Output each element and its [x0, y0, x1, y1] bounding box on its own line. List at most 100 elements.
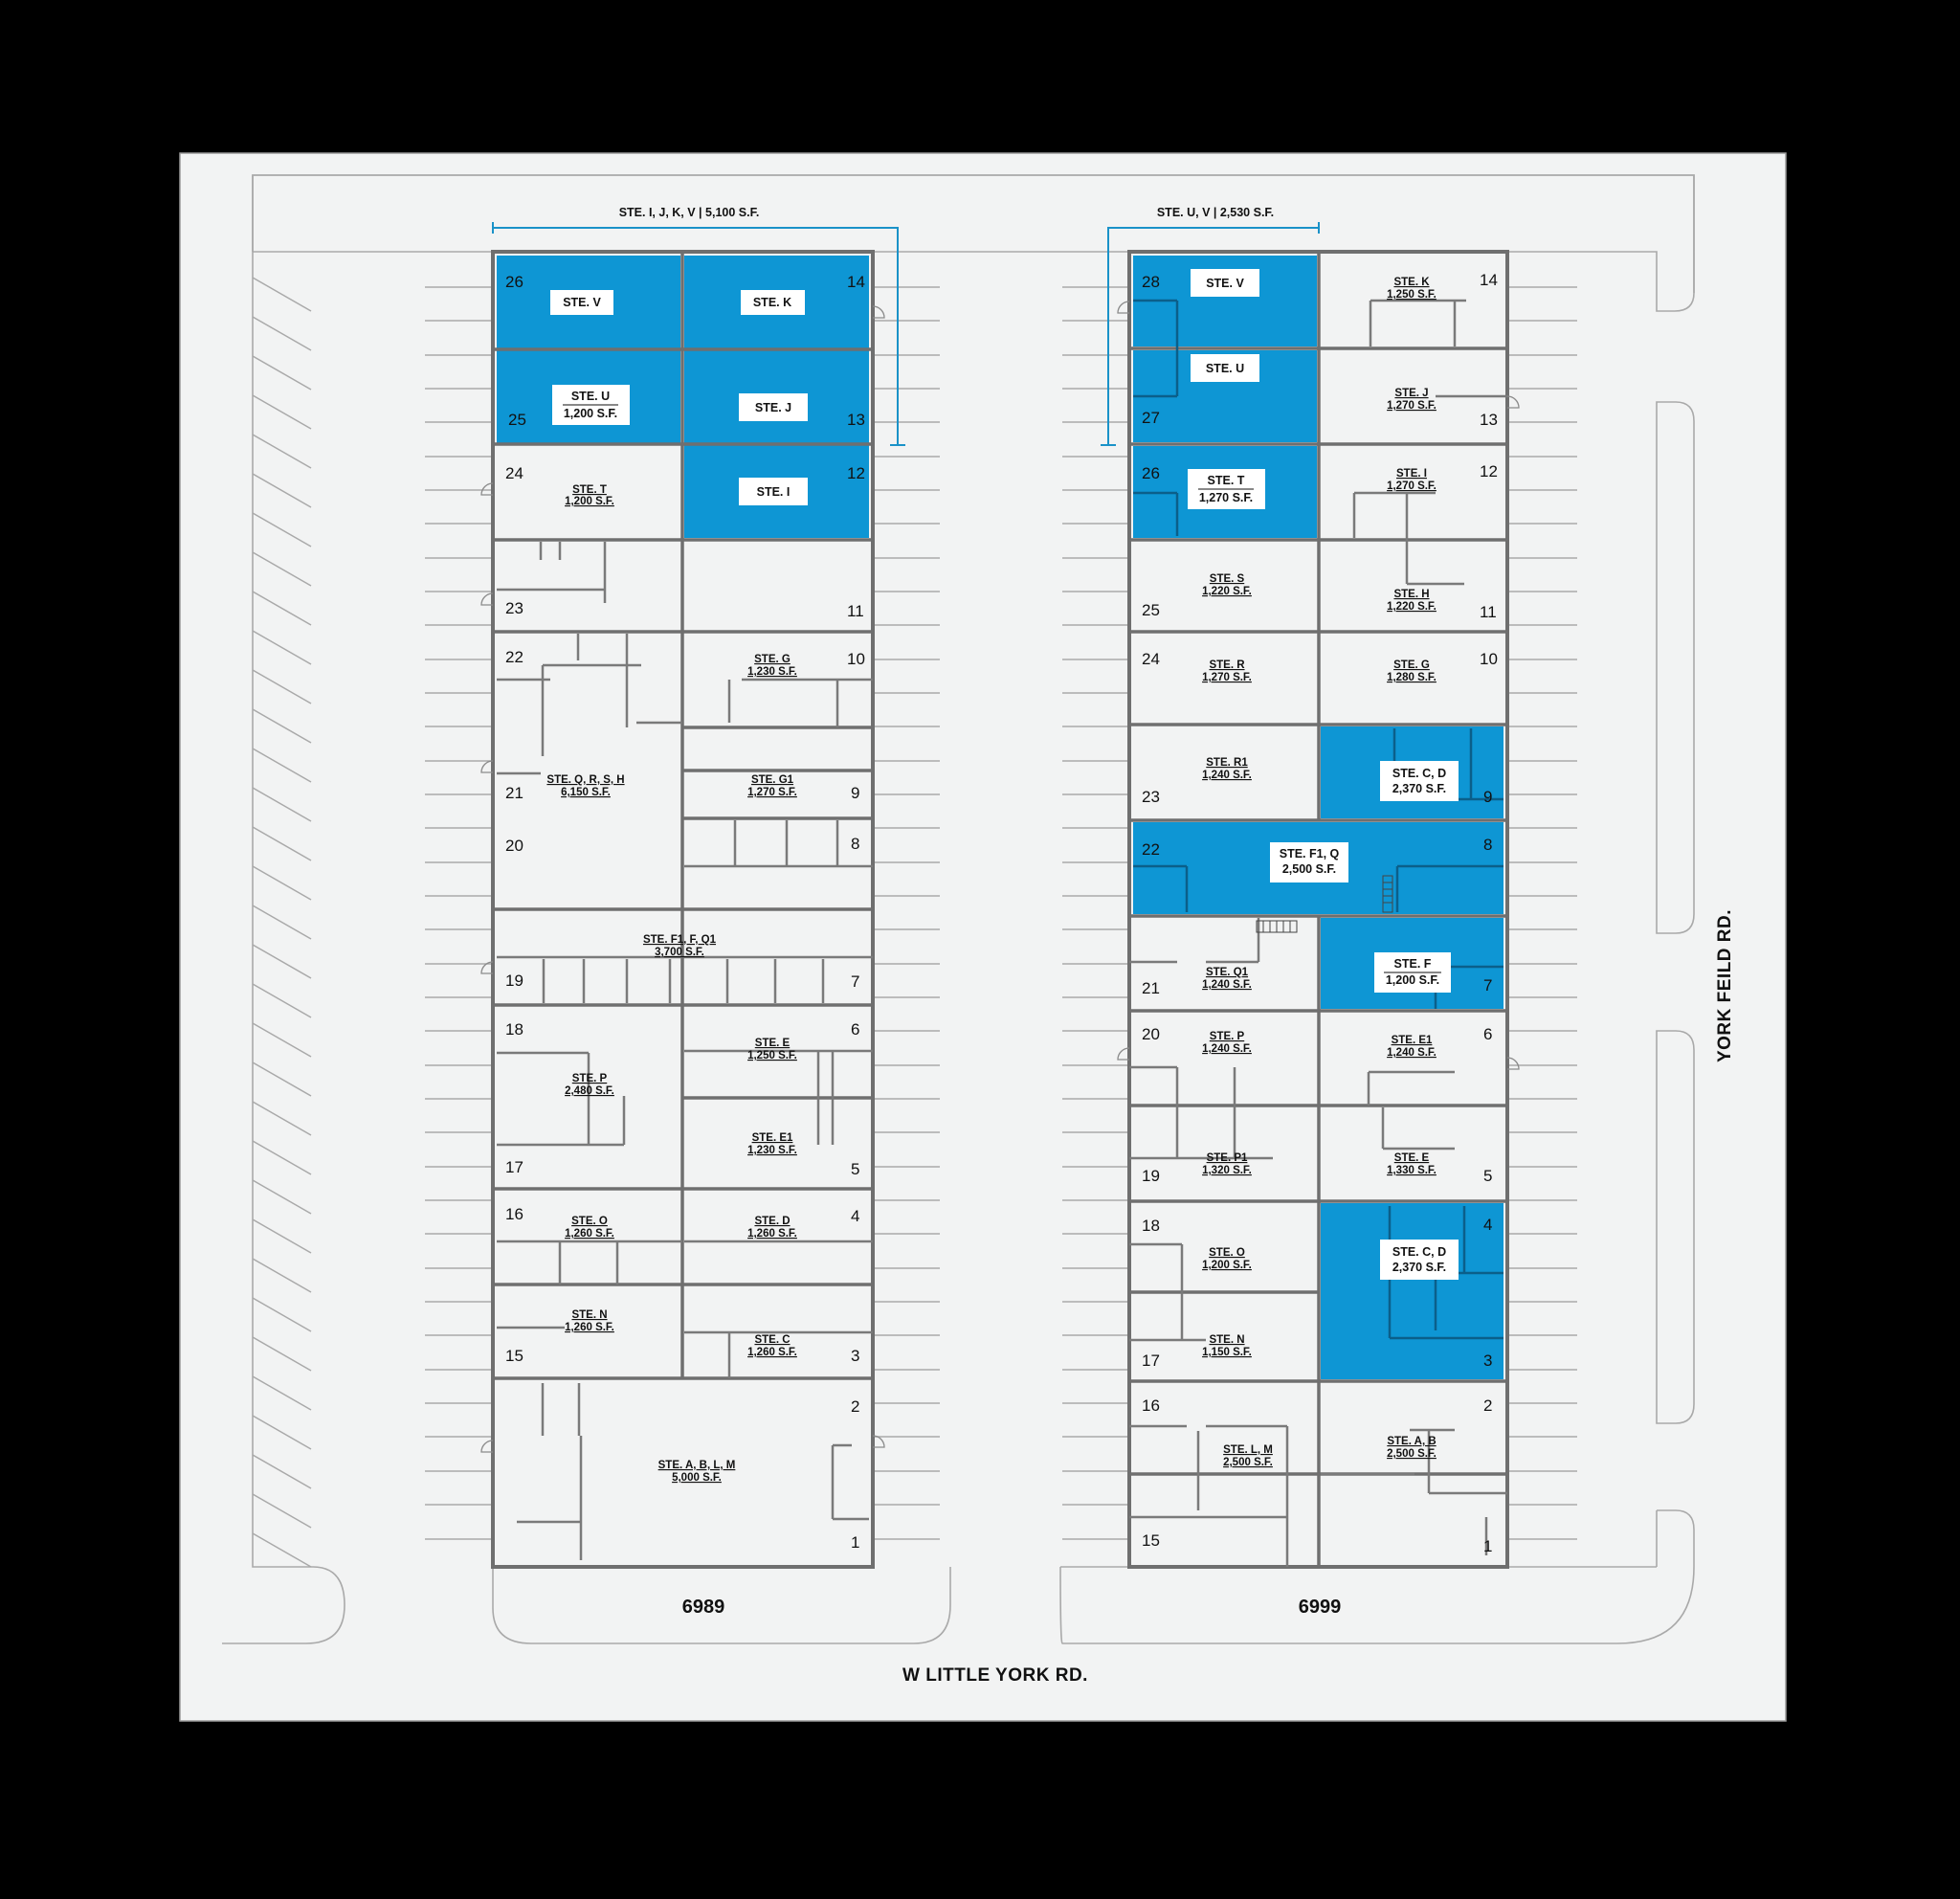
building-6989: STE. I, J, K, V | 5,100 S.F. 26 25 24 23…: [491, 206, 905, 1618]
svg-text:1,230 S.F.: 1,230 S.F.: [747, 1145, 797, 1156]
suite-label-6999-r1: STE. R1 1,240 S.F.: [1202, 757, 1252, 781]
svg-text:1: 1: [1483, 1537, 1492, 1555]
svg-text:19: 19: [505, 972, 523, 990]
svg-text:10: 10: [1480, 650, 1498, 668]
svg-text:11: 11: [1480, 603, 1497, 621]
dimension-callout-6999: STE. U, V | 2,530 S.F.: [1101, 206, 1320, 446]
suite-label-6989-e: STE. E 1,250 S.F.: [747, 1038, 797, 1061]
suite-tag-6999-cd-upper: STE. C, D 2,370 S.F.: [1380, 761, 1459, 801]
suite-label-6999-e1: STE. E1 1,240 S.F.: [1387, 1035, 1437, 1059]
svg-text:STE. S: STE. S: [1210, 573, 1245, 585]
svg-text:1,250 S.F.: 1,250 S.F.: [1387, 289, 1437, 301]
svg-text:2,480 S.F.: 2,480 S.F.: [565, 1085, 614, 1097]
west-parking-stalls-6989: [425, 286, 493, 1540]
street-label-east: YORK FEILD RD.: [1715, 909, 1735, 1062]
bay-numbers-6989: 26 25 24 23 22 21 20 19 18 17 16 15 14 1…: [505, 273, 865, 1552]
svg-text:1,330 S.F.: 1,330 S.F.: [1387, 1165, 1437, 1176]
suite-label-6989-p: STE. P 2,480 S.F.: [565, 1073, 614, 1097]
svg-text:STE. J: STE. J: [1394, 388, 1428, 399]
svg-text:STE. J: STE. J: [755, 401, 791, 414]
svg-text:1,240 S.F.: 1,240 S.F.: [1202, 770, 1252, 781]
suite-label-6999-p: STE. P 1,240 S.F.: [1202, 1031, 1252, 1055]
svg-text:2,370 S.F.: 2,370 S.F.: [1392, 782, 1446, 795]
svg-text:22: 22: [505, 648, 523, 666]
svg-text:STE. U: STE. U: [571, 390, 610, 403]
svg-text:5: 5: [1483, 1167, 1492, 1185]
suite-label-6999-q1: STE. Q1 1,240 S.F.: [1202, 967, 1252, 991]
east-parking-stalls-6989: [873, 286, 940, 1540]
svg-text:STE. I: STE. I: [1396, 468, 1427, 480]
building-6989-walls: [493, 252, 873, 1560]
svg-text:8: 8: [851, 835, 859, 853]
svg-text:18: 18: [505, 1020, 523, 1039]
suite-label-6999-n: STE. N 1,150 S.F.: [1202, 1334, 1252, 1358]
svg-text:STE. T: STE. T: [572, 484, 607, 496]
svg-text:STE. V: STE. V: [563, 296, 601, 309]
suite-label-6989-g1: STE. G1 1,270 S.F.: [747, 774, 797, 798]
svg-text:23: 23: [1142, 788, 1160, 806]
building-6999: STE. U, V | 2,530 S.F. 28 27 26 25 24 23…: [1101, 206, 1509, 1618]
svg-text:STE. O: STE. O: [571, 1216, 608, 1227]
svg-text:1,220 S.F.: 1,220 S.F.: [1202, 586, 1252, 597]
suite-label-6999-e: STE. E 1,330 S.F.: [1387, 1152, 1437, 1176]
svg-text:1,230 S.F.: 1,230 S.F.: [747, 666, 797, 678]
suite-label-6989-n: STE. N 1,260 S.F.: [565, 1309, 614, 1333]
svg-text:5,000 S.F.: 5,000 S.F.: [672, 1472, 722, 1484]
suite-tag-6999-cd-lower: STE. C, D 2,370 S.F.: [1380, 1240, 1459, 1280]
suite-6989-t[interactable]: [497, 445, 680, 538]
svg-text:1,260 S.F.: 1,260 S.F.: [565, 1322, 614, 1333]
svg-text:STE. N: STE. N: [1209, 1334, 1244, 1346]
svg-text:STE. V: STE. V: [1206, 277, 1244, 290]
suite-6989-bay-23[interactable]: [497, 541, 680, 632]
svg-text:2: 2: [1483, 1396, 1492, 1415]
svg-text:STE. L, M: STE. L, M: [1223, 1444, 1273, 1456]
suite-label-6999-p1: STE. P1 1,320 S.F.: [1202, 1152, 1252, 1176]
svg-text:1,260 S.F.: 1,260 S.F.: [747, 1228, 797, 1240]
svg-text:24: 24: [1142, 650, 1160, 668]
east-parking-stalls-6999: [1507, 286, 1577, 1540]
suite-label-6989-qrsh: STE. Q, R, S, H 6,150 S.F.: [546, 774, 624, 798]
svg-text:17: 17: [505, 1158, 523, 1176]
svg-text:STE. I: STE. I: [757, 485, 791, 499]
svg-text:2,500 S.F.: 2,500 S.F.: [1387, 1448, 1437, 1460]
suite-tag-6989-k: STE. K: [741, 290, 805, 315]
svg-text:18: 18: [1142, 1217, 1160, 1235]
suite-tag-6989-i: STE. I: [739, 478, 808, 505]
suite-label-6989-g: STE. G 1,230 S.F.: [747, 654, 797, 678]
svg-text:STE. Q, R, S, H: STE. Q, R, S, H: [546, 774, 624, 786]
svg-text:STE. H: STE. H: [1393, 589, 1429, 600]
svg-text:6,150 S.F.: 6,150 S.F.: [561, 787, 611, 798]
svg-text:16: 16: [1142, 1396, 1160, 1415]
svg-text:1,240 S.F.: 1,240 S.F.: [1387, 1047, 1437, 1059]
building-address-6989: 6989: [682, 1597, 725, 1618]
svg-text:15: 15: [1142, 1531, 1160, 1550]
svg-text:1,240 S.F.: 1,240 S.F.: [1202, 979, 1252, 991]
svg-text:7: 7: [851, 972, 859, 991]
svg-text:STE. C, D: STE. C, D: [1392, 1245, 1446, 1259]
svg-text:21: 21: [1142, 979, 1160, 997]
svg-text:6: 6: [1483, 1025, 1492, 1043]
svg-text:STE. P: STE. P: [572, 1073, 608, 1084]
svg-text:13: 13: [847, 411, 865, 429]
svg-text:1,250 S.F.: 1,250 S.F.: [747, 1050, 797, 1061]
svg-text:STE. N: STE. N: [571, 1309, 607, 1321]
suite-6999-cd-lower[interactable]: [1321, 1203, 1503, 1379]
svg-text:1,320 S.F.: 1,320 S.F.: [1202, 1165, 1252, 1176]
svg-text:13: 13: [1480, 411, 1498, 429]
svg-text:24: 24: [505, 464, 523, 482]
svg-text:3: 3: [1483, 1352, 1492, 1370]
suite-label-6989-d: STE. D 1,260 S.F.: [747, 1216, 797, 1240]
svg-text:STE. O: STE. O: [1209, 1247, 1245, 1259]
suite-label-6989-ablm: STE. A, B, L, M 5,000 S.F.: [658, 1460, 736, 1484]
svg-text:12: 12: [847, 464, 865, 482]
suite-label-6999-s: STE. S 1,220 S.F.: [1202, 573, 1252, 597]
svg-text:STE. K: STE. K: [753, 296, 791, 309]
svg-text:25: 25: [1142, 601, 1160, 619]
angled-parking-stalls: [252, 277, 312, 1568]
stair-icon: [1256, 875, 1393, 933]
svg-text:STE. D: STE. D: [754, 1216, 790, 1227]
suite-tag-6989-v: STE. V: [550, 290, 613, 315]
svg-text:26: 26: [1142, 464, 1160, 482]
svg-text:STE. A, B: STE. A, B: [1387, 1436, 1436, 1447]
suite-6989-bay-11[interactable]: [684, 541, 869, 632]
